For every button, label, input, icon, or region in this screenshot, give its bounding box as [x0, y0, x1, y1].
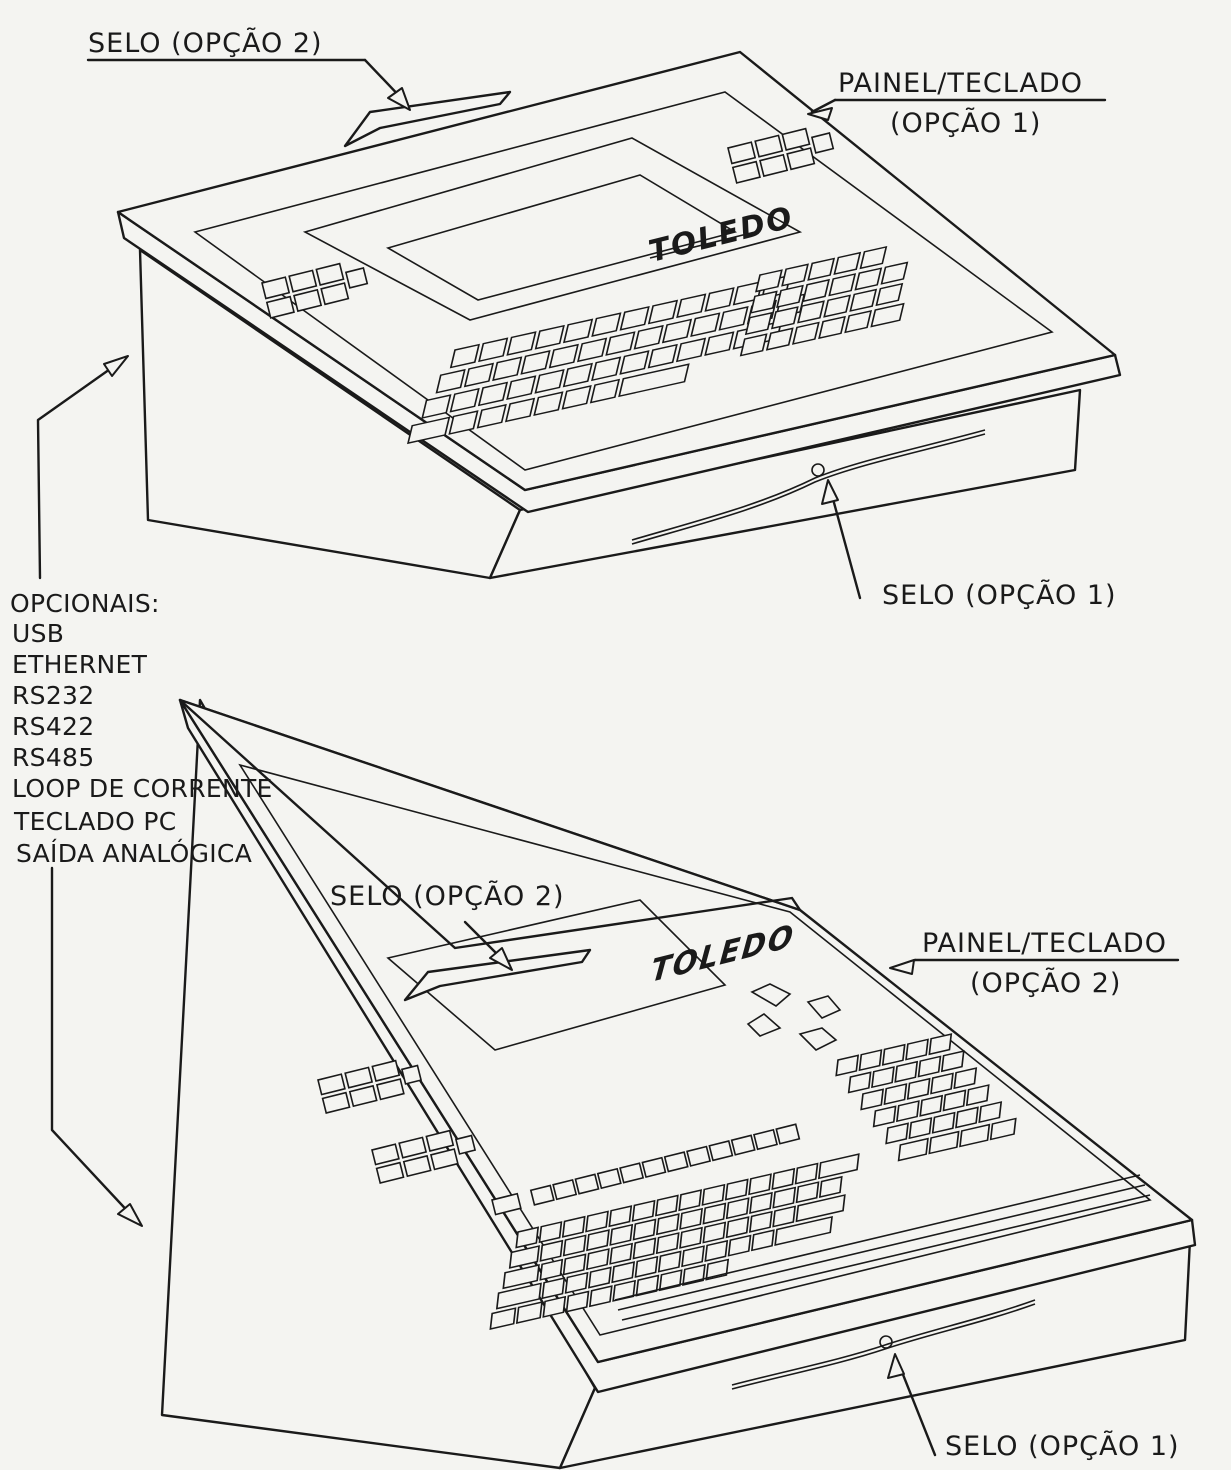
- terminal-bottom-panel: [238, 763, 1152, 1336]
- optional-item: USB: [12, 619, 64, 648]
- arrow-optionals-top: [103, 355, 129, 377]
- label-seal-option1-bottom: SELO (OPÇÃO 1): [945, 1430, 1180, 1462]
- arrow-panel-top: [807, 107, 833, 121]
- keyboard-numeric-bottom: [835, 1033, 1017, 1162]
- panel-groove-3: [621, 1194, 1151, 1321]
- keyboard-alpha-top: [407, 274, 806, 445]
- leader-optionals-bottom: [50, 866, 136, 1220]
- terminal-bottom-face-back: [178, 698, 802, 950]
- leader-panel-top: [810, 98, 837, 114]
- leader-seal-option1-bottom: [896, 1360, 937, 1457]
- left-function-keys-bottom-1: [317, 1059, 423, 1114]
- panel-groove-1: [614, 1174, 1141, 1301]
- optionals-title: OPCIONAIS:: [10, 589, 160, 618]
- seal-option1-bottom-lead: [879, 1335, 893, 1349]
- brand-underline: [649, 231, 756, 259]
- seal-option1-top-lead: [811, 463, 825, 477]
- seal-option1-top-wire: [631, 429, 986, 541]
- terminal-top-front: [488, 388, 1082, 580]
- label-seal-option2-bottom: SELO (OPÇÃO 2): [330, 880, 565, 912]
- seal-option1-bottom-wire: [731, 1299, 1036, 1386]
- optional-item: RS485: [12, 743, 94, 772]
- arrow-seal-option2-bottom: [489, 947, 513, 971]
- label-panel-keyboard-bottom: PAINEL/TECLADO: [922, 928, 1167, 959]
- seal-option2-bottom-handle: [403, 948, 592, 1002]
- optional-item: RS232: [12, 681, 94, 710]
- terminal-bottom: TOLEDO: [160, 698, 1197, 1470]
- keyboard-numeric-top: [739, 245, 909, 357]
- navigation-arrow-keys: [746, 983, 842, 1051]
- left-function-keys: [261, 262, 369, 319]
- terminal-top: TOLEDO: [116, 50, 1122, 580]
- terminal-top-display-bezel: [302, 137, 803, 321]
- terminal-top-display: [385, 174, 738, 301]
- label-panel-keyboard-bottom-option: (OPÇÃO 2): [970, 967, 1121, 999]
- terminal-top-panel: [193, 91, 1054, 471]
- terminal-bottom-display: [386, 899, 727, 1051]
- arrow-optionals-bottom: [117, 1203, 143, 1227]
- keyboard-alpha-bottom: [489, 1153, 860, 1330]
- arrow-panel-bottom: [889, 959, 915, 975]
- right-function-keys: [727, 127, 835, 184]
- label-seal-option1-top: SELO (OPÇÃO 1): [882, 579, 1117, 611]
- optional-item: RS422: [12, 712, 94, 741]
- optional-item: LOOP DE CORRENTE: [12, 774, 273, 803]
- leader-seal-option1-top: [828, 486, 862, 600]
- seal-option1-top-wire-2: [631, 433, 986, 545]
- label-seal-option2-top: SELO (OPÇÃO 2): [88, 27, 323, 59]
- arrow-seal-option1-top: [821, 479, 839, 505]
- left-function-keys-bottom-2: [371, 1129, 477, 1184]
- arrow-seal-option2-top: [387, 87, 411, 111]
- arrow-seal-option1-bottom: [887, 1353, 905, 1379]
- leader-lines: [36, 58, 1180, 1457]
- labels: SELO (OPÇÃO 2) PAINEL/TECLADO (OPÇÃO 1) …: [10, 27, 1180, 1462]
- panel-groove-2: [617, 1184, 1146, 1311]
- leader-optionals-top: [36, 360, 122, 580]
- optional-item: SAÍDA ANALÓGICA: [16, 838, 252, 868]
- keyboard-function-row-bottom: [491, 1123, 801, 1216]
- label-panel-keyboard-top: PAINEL/TECLADO: [838, 68, 1083, 99]
- optional-item: TECLADO PC: [13, 807, 177, 836]
- optional-item: ETHERNET: [12, 650, 148, 679]
- label-panel-keyboard-top-option: (OPÇÃO 1): [890, 107, 1041, 139]
- seal-option2-top-handle: [343, 90, 512, 148]
- seal-option1-bottom-wire-2: [731, 1303, 1036, 1390]
